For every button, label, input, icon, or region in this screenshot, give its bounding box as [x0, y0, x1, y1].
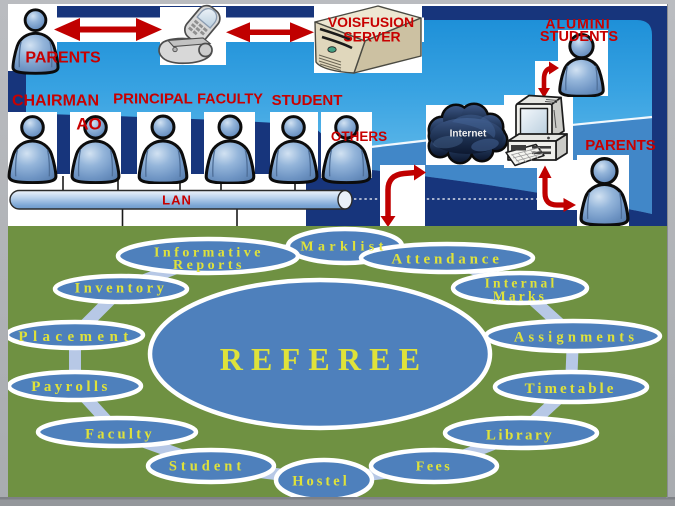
- svg-text:Inventory: Inventory: [75, 281, 168, 297]
- svg-text:LAN: LAN: [162, 193, 192, 208]
- svg-text:CHAIRMAN: CHAIRMAN: [12, 93, 99, 110]
- svg-text:Timetable: Timetable: [525, 381, 617, 397]
- svg-text:Faculty: Faculty: [85, 427, 155, 443]
- svg-text:STUDENTS: STUDENTS: [540, 29, 618, 45]
- svg-text:Informative: Informative: [154, 246, 264, 261]
- svg-text:Marks: Marks: [493, 289, 547, 304]
- svg-text:Student: Student: [169, 459, 245, 475]
- svg-text:PARENTS: PARENTS: [585, 137, 656, 154]
- svg-text:PRINCIPAL: PRINCIPAL: [113, 91, 193, 108]
- svg-text:AO: AO: [76, 115, 102, 134]
- svg-text:Hostel: Hostel: [292, 474, 349, 490]
- svg-text:FACULTY: FACULTY: [197, 92, 263, 108]
- svg-text:Library: Library: [486, 428, 554, 444]
- svg-text:Placement: Placement: [18, 329, 133, 345]
- svg-text:Fees: Fees: [416, 460, 452, 475]
- svg-text:Attendance: Attendance: [391, 252, 502, 268]
- svg-text:Internal: Internal: [485, 276, 558, 291]
- svg-text:Assignments: Assignments: [514, 330, 638, 346]
- svg-text:Internet: Internet: [450, 129, 487, 140]
- svg-text:REFEREE: REFEREE: [220, 341, 429, 377]
- svg-text:OTHERS: OTHERS: [331, 129, 387, 144]
- svg-text:Reports: Reports: [173, 258, 245, 273]
- svg-text:ALUMINI: ALUMINI: [545, 16, 610, 32]
- svg-text:PARENTS: PARENTS: [25, 50, 101, 67]
- svg-text:Payrolls: Payrolls: [31, 379, 110, 395]
- svg-text:Marklist: Marklist: [300, 240, 387, 255]
- svg-text:SERVER: SERVER: [343, 29, 400, 45]
- svg-text:STUDENT: STUDENT: [272, 92, 343, 109]
- svg-text:VOISFUSION: VOISFUSION: [328, 14, 414, 30]
